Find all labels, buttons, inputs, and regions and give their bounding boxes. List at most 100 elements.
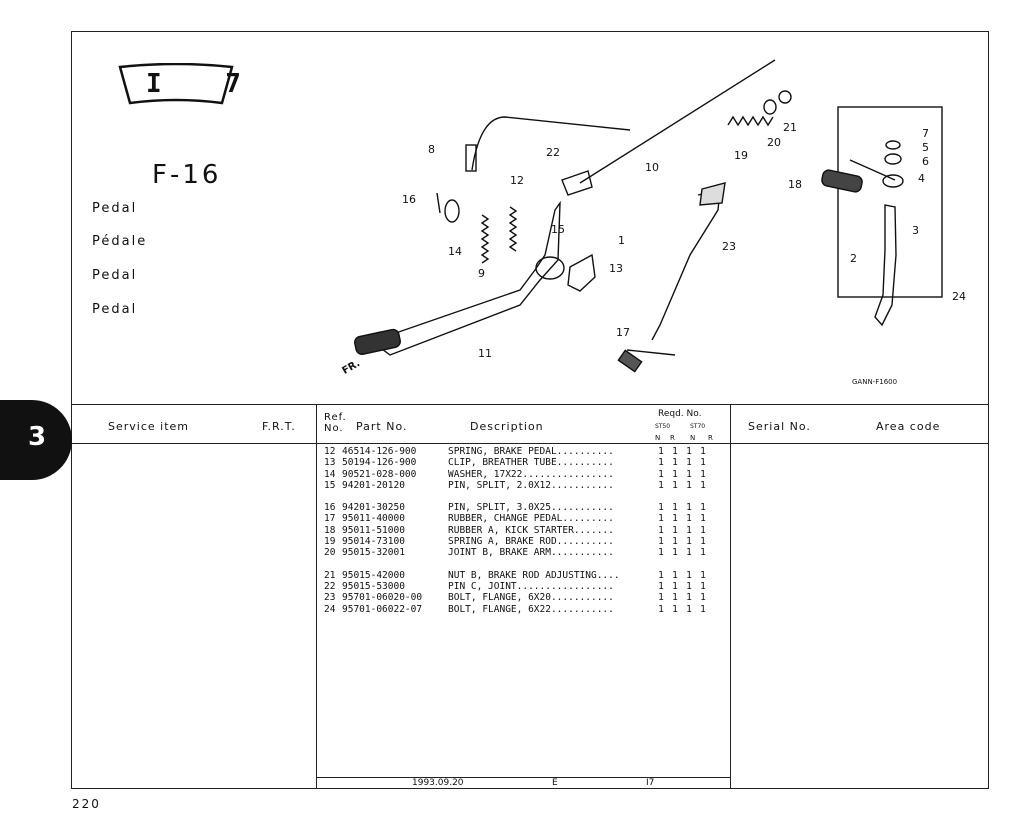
svg-text:11: 11 [478, 347, 492, 360]
col-rule-serial [730, 405, 731, 789]
edition-code: E [552, 778, 558, 788]
svg-text:3: 3 [912, 224, 919, 237]
header-service-item: Service item [108, 420, 190, 433]
brake-rod-shape [579, 59, 776, 184]
model-st50: ST50 [655, 423, 671, 430]
svg-text:23: 23 [722, 240, 736, 253]
model-st70: ST70 [690, 423, 706, 430]
brake-arm-joint-shape [561, 170, 593, 196]
svg-text:5: 5 [922, 141, 929, 154]
section-number: I 7 [146, 69, 265, 99]
svg-text:15: 15 [551, 223, 565, 236]
drawing-code: GANN-F1600 [852, 378, 898, 386]
chapter-number: 3 [28, 422, 47, 452]
pedal-boss-shape [535, 256, 565, 280]
washer-5-shape [885, 140, 901, 150]
header-ref-no: Ref. No. [324, 412, 347, 434]
change-pedal-shaft-shape [626, 349, 676, 356]
svg-text:1: 1 [618, 234, 625, 247]
svg-text:13: 13 [609, 262, 623, 275]
joint-20-shape [763, 99, 777, 115]
print-date: 1993.09.20 [412, 778, 464, 788]
nut-21-shape [778, 90, 792, 104]
figure-code: F-16 [152, 160, 222, 190]
svg-text:2: 2 [850, 252, 857, 265]
header-frt: F.R.T. [262, 420, 296, 433]
label-english: Pedal [92, 201, 138, 216]
spring-12-shape [508, 206, 518, 252]
svg-text:6: 6 [922, 155, 929, 168]
figure-ref-code: I7 [646, 778, 655, 788]
kick-arm-shape [651, 189, 721, 341]
svg-text:14: 14 [448, 245, 462, 258]
svg-text:22: 22 [546, 146, 560, 159]
footer-rule [316, 777, 730, 778]
assembly-bracket-shape [837, 106, 943, 298]
header-reqd-no: Reqd. No. [658, 409, 702, 419]
header-serial-no: Serial No. [748, 420, 811, 433]
spring-9-shape [480, 214, 490, 264]
svg-text:8: 8 [428, 143, 435, 156]
svg-text:7: 7 [922, 127, 929, 140]
header-area-code: Area code [876, 420, 941, 433]
pedal-rubber-shape [354, 328, 401, 355]
svg-text:21: 21 [783, 121, 797, 134]
page-number: 220 [72, 797, 101, 811]
chapter-tab: 3 [0, 400, 72, 480]
clip-shape [567, 253, 596, 292]
kick-lever-shape [874, 204, 897, 327]
col-rule-ref [316, 405, 317, 789]
svg-text:19: 19 [734, 149, 748, 162]
label-german: Pedal [92, 268, 138, 283]
kick-pad-shape [699, 182, 726, 206]
cable-end-shape [465, 144, 477, 172]
page-frame [71, 31, 989, 789]
spring-19-shape [727, 115, 774, 127]
section-badge [118, 62, 234, 107]
section-badge-outline [118, 62, 234, 105]
change-rubber-shape [617, 349, 643, 373]
washer-shape [444, 199, 460, 223]
svg-text:16: 16 [402, 193, 416, 206]
nr-col-1: N [655, 434, 661, 442]
svg-text:10: 10 [645, 161, 659, 174]
nut-4-shape [882, 174, 904, 188]
header-description: Description [470, 420, 544, 433]
svg-text:18: 18 [788, 178, 802, 191]
label-french: Pédale [92, 234, 148, 249]
section-divider [71, 404, 989, 405]
svg-text:12: 12 [510, 174, 524, 187]
svg-text:4: 4 [918, 172, 925, 185]
nr-col-4: R [708, 434, 713, 442]
nr-col-2: R [670, 434, 675, 442]
nut-6-shape [884, 153, 902, 165]
kick-rubber-shape [821, 169, 863, 193]
svg-text:17: 17 [616, 326, 630, 339]
svg-text:9: 9 [478, 267, 485, 280]
svg-text:20: 20 [767, 136, 781, 149]
label-spanish: Pedal [92, 302, 138, 317]
header-rule [71, 443, 989, 444]
header-part-no: Part No. [356, 420, 408, 433]
brake-cable-shape [471, 116, 631, 171]
svg-text:24: 24 [952, 290, 966, 303]
brake-pedal-shape [368, 200, 561, 356]
nr-col-3: N [690, 434, 696, 442]
